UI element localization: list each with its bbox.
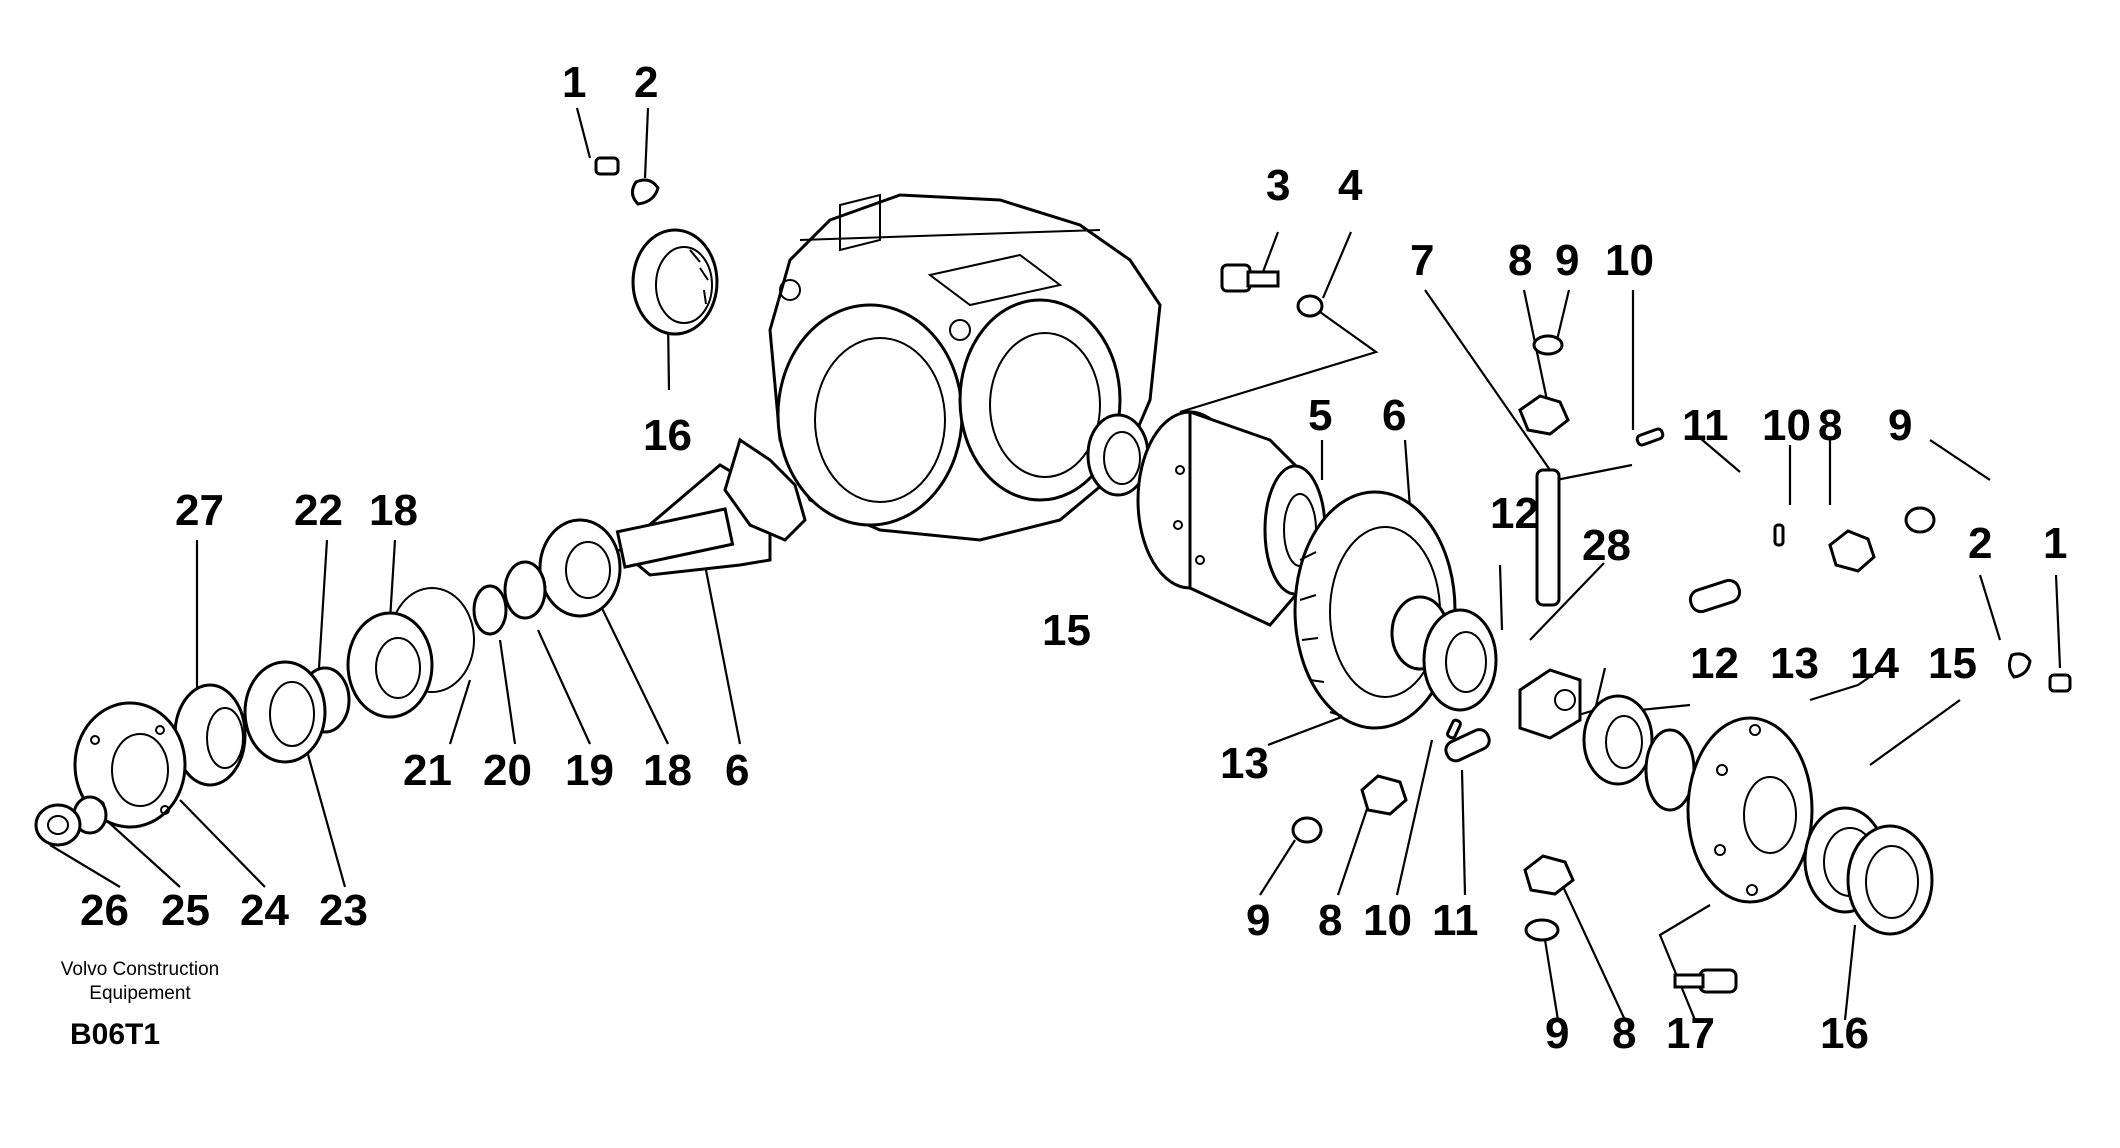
callout-9-bottom: 9 [1545, 1009, 1569, 1058]
shim-20 [472, 584, 508, 636]
callout-11-left: 11 [1432, 896, 1479, 945]
spider-gear-8-left [1360, 774, 1408, 816]
callout-10-mid: 10 [1762, 401, 1811, 450]
bolt-17 [1673, 968, 1738, 994]
company-line-1: Volvo Construction [60, 959, 220, 980]
bearing-18-right [538, 518, 622, 618]
callout-9-mid: 9 [1888, 401, 1912, 450]
parts [34, 156, 2072, 994]
callout-20: 20 [483, 746, 532, 795]
callout-15-upper: 15 [1042, 606, 1091, 655]
thrust-washer-9-right [1904, 506, 1936, 534]
callout-12-lower: 12 [1690, 639, 1739, 688]
callout-27: 27 [175, 486, 224, 535]
side-gear-12-left [1390, 595, 1498, 712]
callout-22: 22 [294, 486, 343, 535]
callout-2-right: 2 [1968, 519, 1992, 568]
callout-4: 4 [1338, 161, 1363, 210]
callout-numbers: 1 2 16 3 4 7 8 9 10 27 22 18 5 6 15 11 1… [80, 58, 2067, 1058]
spacer-19 [503, 560, 547, 620]
callout-8-mid: 8 [1818, 401, 1842, 450]
washer-2-right [2007, 652, 2032, 679]
callout-1-right: 1 [2043, 519, 2067, 568]
side-gear-12-right [1582, 694, 1654, 786]
pin-10-lower [1446, 718, 1462, 740]
callout-18-top: 18 [369, 486, 418, 535]
callout-8-left: 8 [1318, 896, 1342, 945]
spider-block-28 [1518, 668, 1582, 740]
axle-housing [768, 193, 1162, 542]
callout-25: 25 [161, 886, 210, 935]
plug-1-top [594, 156, 620, 176]
pin-10-right [1773, 523, 1785, 547]
callout-18-bottom: 18 [643, 746, 692, 795]
company-line-2: Equipement [89, 983, 191, 1004]
callout-15-right: 15 [1928, 639, 1977, 688]
flange-13-right [1644, 728, 1696, 812]
callout-7: 7 [1410, 236, 1434, 285]
pin-11-lower [1444, 728, 1491, 763]
thrust-washer-9-left [1291, 816, 1323, 844]
callout-10-top: 10 [1605, 236, 1654, 285]
bearing-15-upper [1086, 413, 1150, 497]
callout-6-bottom: 6 [725, 746, 749, 795]
callout-28: 28 [1582, 521, 1631, 570]
washer-4 [1296, 294, 1324, 318]
pin-10-top [1635, 427, 1665, 447]
spider-gear-8-lower [1523, 854, 1575, 896]
thrust-washer-9-lower [1524, 918, 1560, 942]
bearing-16-right [1846, 824, 1934, 936]
callout-16-top: 16 [643, 411, 692, 460]
callout-8-top: 8 [1508, 236, 1532, 285]
companion-flange-24 [73, 701, 187, 829]
washer-2-top [631, 178, 660, 206]
seal-23 [243, 660, 327, 764]
pin-11-upper [1688, 578, 1742, 614]
bearing-16-top [631, 228, 719, 336]
figure-code: B06T1 [70, 1018, 161, 1051]
callout-13-right: 13 [1770, 639, 1819, 688]
callout-23: 23 [319, 886, 368, 935]
callout-5: 5 [1308, 391, 1332, 440]
callout-16-bottom: 16 [1820, 1009, 1869, 1058]
bolt-3 [1220, 263, 1280, 293]
callout-13-left: 13 [1220, 739, 1269, 788]
callout-24: 24 [240, 886, 289, 935]
cross-pin-7 [1535, 468, 1561, 607]
bearing-18-left [346, 611, 434, 719]
callout-12-upper: 12 [1490, 489, 1539, 538]
callout-9-left: 9 [1246, 896, 1270, 945]
callout-1-top: 1 [562, 58, 586, 107]
callout-11-top: 11 [1682, 401, 1729, 450]
spider-gear-8-right [1828, 529, 1876, 573]
nut-26 [34, 803, 82, 847]
callout-19: 19 [565, 746, 614, 795]
publisher-credit: Volvo Construction Equipement [40, 958, 240, 1006]
callout-8-bottom: 8 [1612, 1009, 1636, 1058]
callout-6-top: 6 [1382, 391, 1406, 440]
callout-2-top: 2 [634, 58, 658, 107]
pinion-shaft-6 [615, 437, 807, 577]
callout-26: 26 [80, 886, 129, 935]
thrust-washer-9-top [1532, 334, 1564, 356]
callout-10-left: 10 [1363, 896, 1412, 945]
callout-14: 14 [1850, 639, 1899, 688]
callout-9-top: 9 [1555, 236, 1579, 285]
carrier-flange-14 [1686, 716, 1814, 904]
callout-17: 17 [1666, 1009, 1715, 1058]
spider-gear-8-top [1518, 394, 1570, 436]
callout-21: 21 [403, 746, 452, 795]
callout-3: 3 [1266, 161, 1290, 210]
plug-1-right [2048, 673, 2072, 693]
